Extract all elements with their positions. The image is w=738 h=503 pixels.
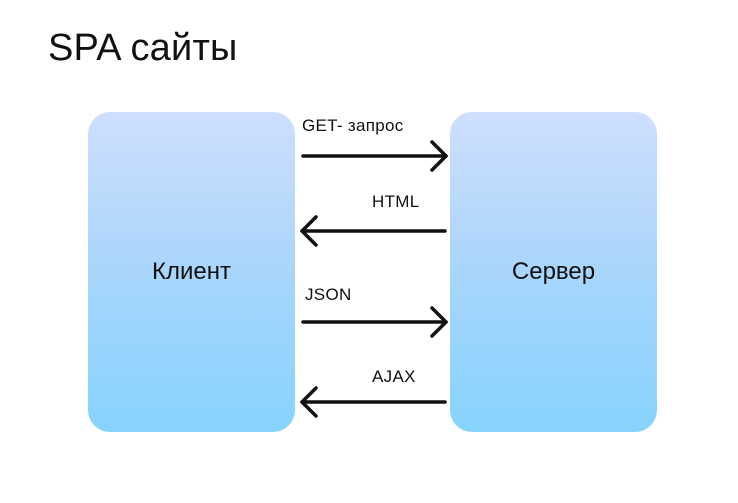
arrow-client-to-server-get <box>301 140 448 172</box>
client-node: Клиент <box>88 112 295 432</box>
edge-label-get-request: GET- запрос <box>302 116 404 135</box>
arrow-server-to-client-ajax <box>300 386 447 418</box>
arrow-server-to-client-html <box>300 215 447 247</box>
arrow-client-to-server-json <box>301 306 448 338</box>
edge-label-ajax: AJAX <box>372 367 416 386</box>
server-node: Сервер <box>450 112 657 432</box>
edge-label-html: HTML <box>372 192 420 211</box>
client-label: Клиент <box>152 258 231 285</box>
server-label: Сервер <box>511 258 596 285</box>
edge-label-json: JSON <box>305 285 352 304</box>
page-title: SPA сайты <box>48 27 238 69</box>
